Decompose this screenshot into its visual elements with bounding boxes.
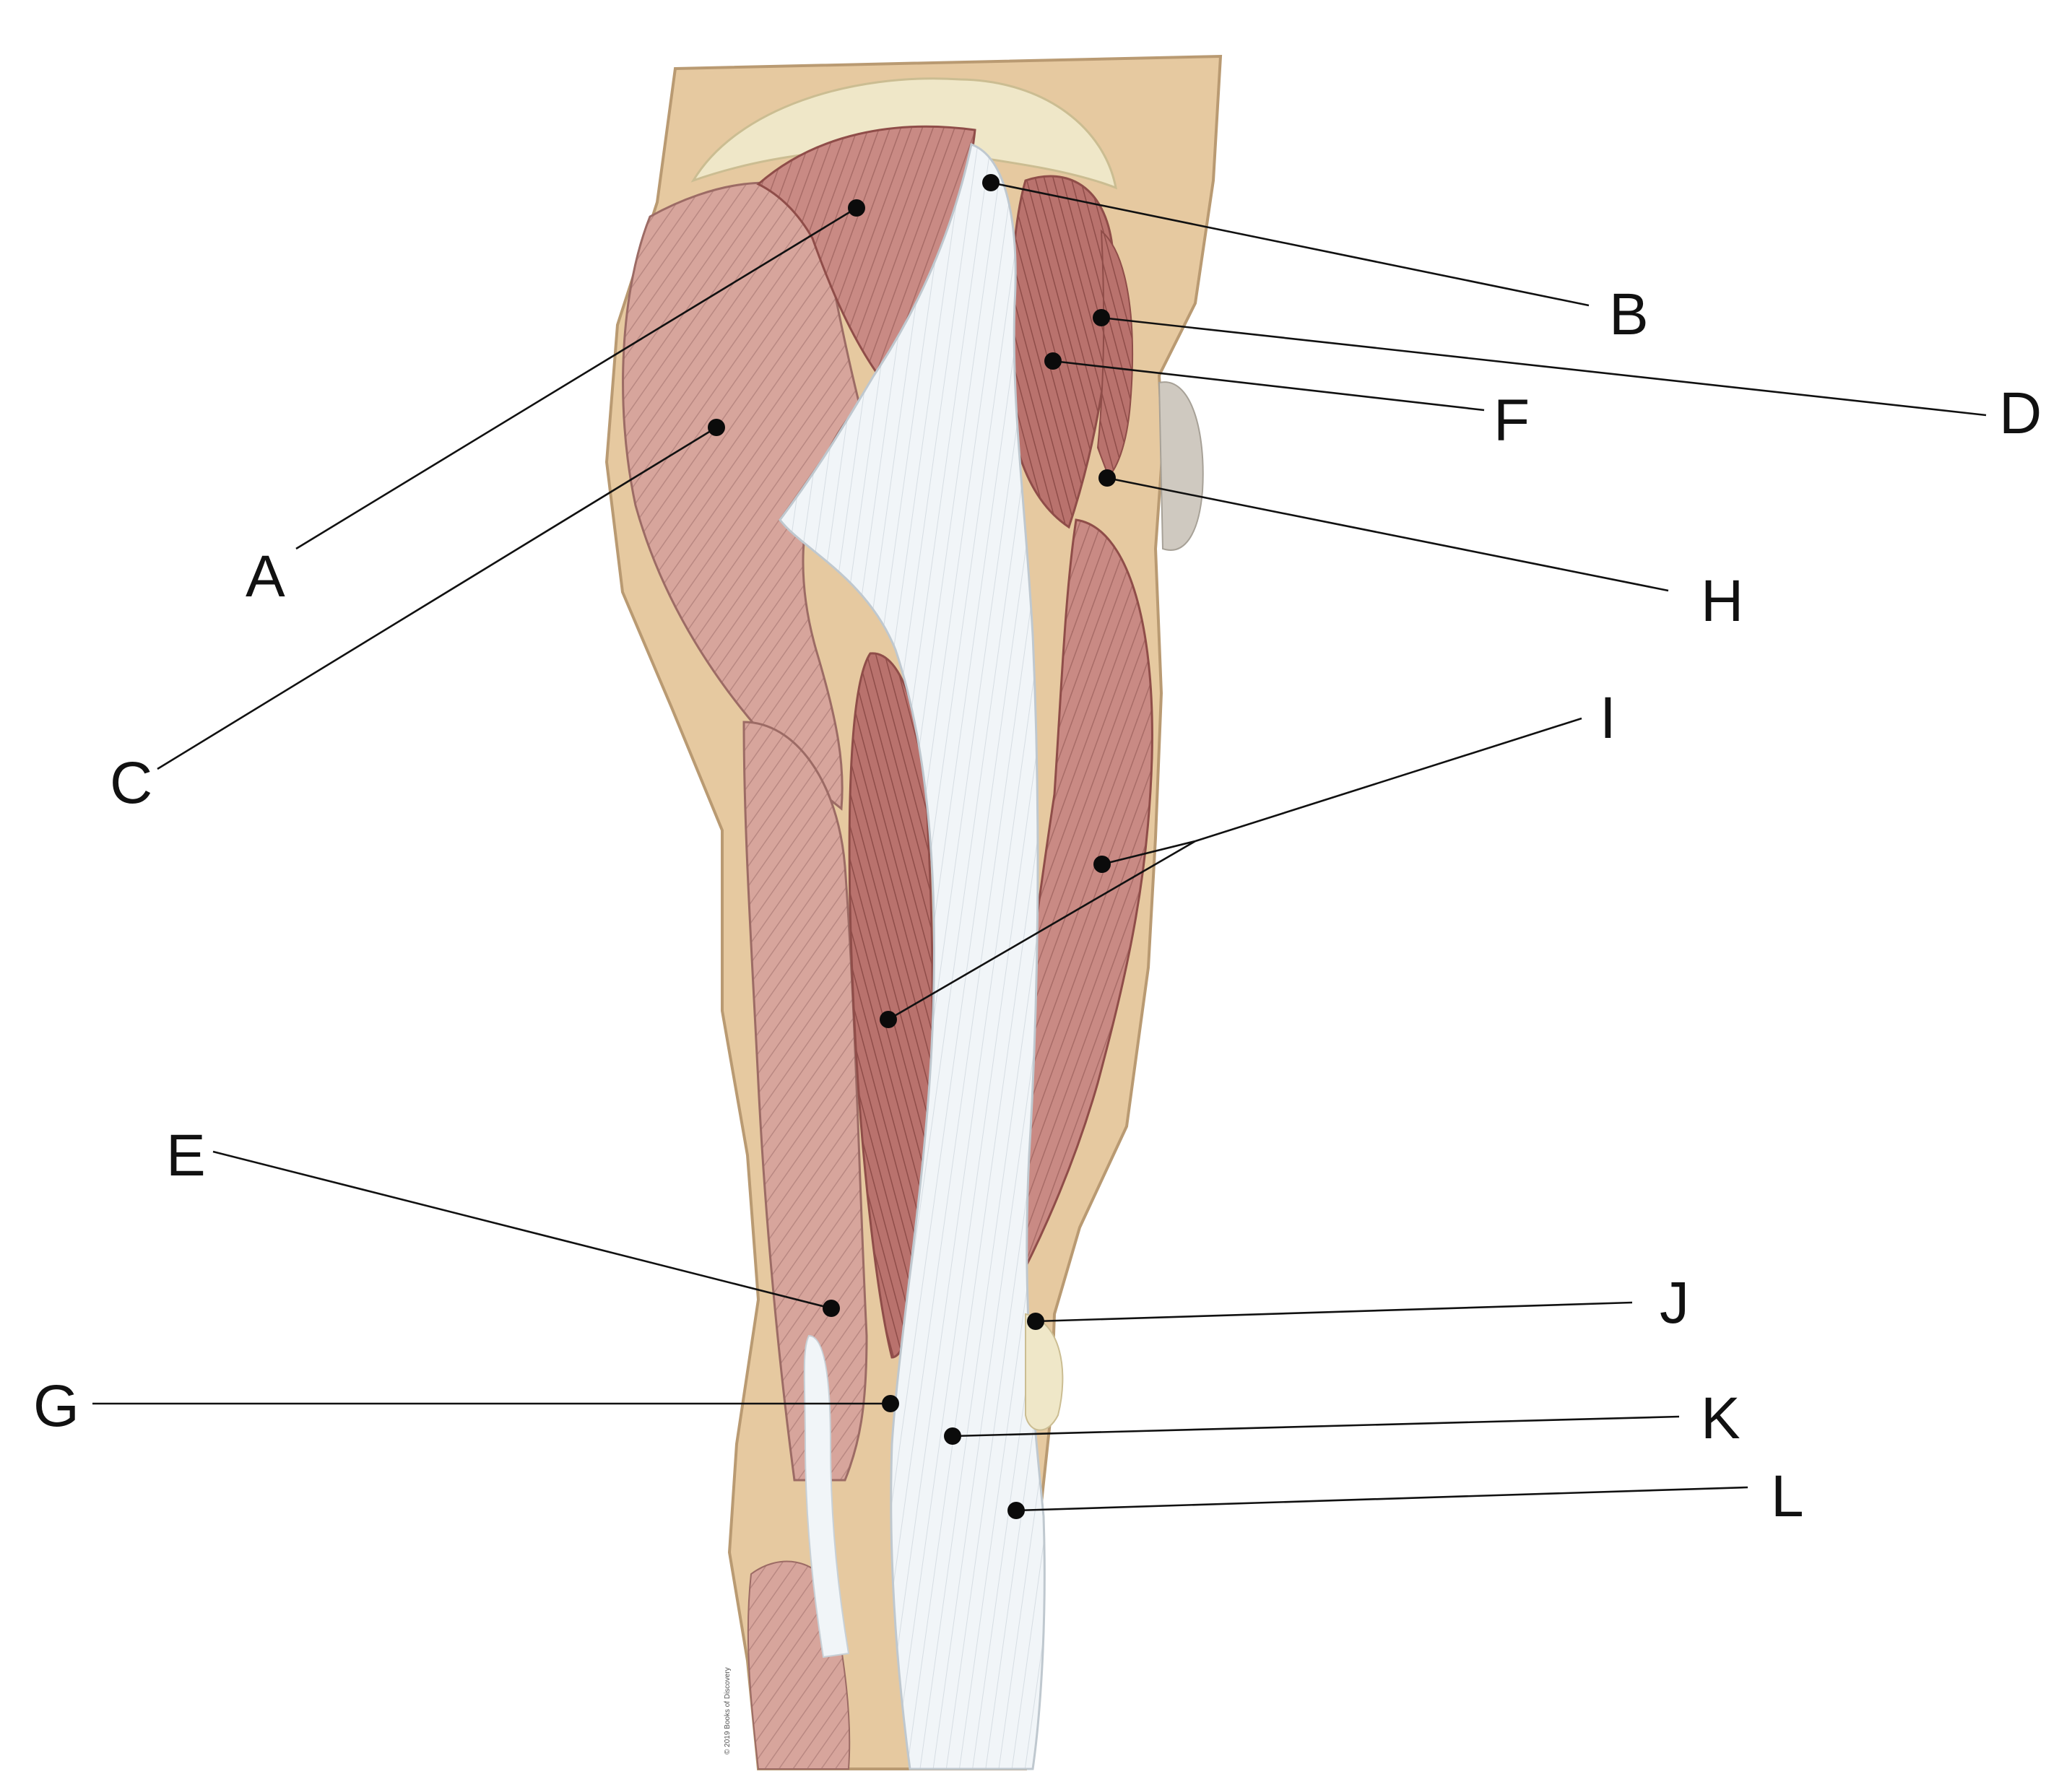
leader-d	[1101, 316, 1987, 417]
label-e: E	[166, 1123, 206, 1188]
vastus-lateralis-anterior	[999, 518, 1153, 1315]
label-letters: A B C D E F G H I J K L	[33, 282, 2042, 1529]
label-g: G	[33, 1373, 79, 1439]
label-j: J	[1660, 1270, 1689, 1336]
dot-i-2	[880, 1011, 897, 1028]
label-f: F	[1494, 388, 1530, 453]
biceps-femoris-tendon	[803, 1334, 850, 1658]
dot-c	[708, 419, 725, 436]
patella	[1025, 1313, 1064, 1431]
dot-d	[1093, 309, 1110, 326]
leader-j	[1035, 1301, 1633, 1323]
dot-g	[882, 1395, 899, 1412]
dot-b	[982, 174, 1000, 191]
leader-i-2	[1101, 840, 1196, 866]
label-d: D	[1999, 381, 2042, 446]
leader-f	[1052, 360, 1485, 412]
dot-k	[944, 1427, 961, 1445]
dot-a	[848, 199, 865, 217]
leader-e	[212, 1150, 832, 1310]
leader-c	[157, 426, 717, 770]
label-c: C	[110, 750, 152, 816]
pubic-hair	[1158, 381, 1204, 551]
dot-e	[823, 1300, 840, 1317]
label-a: A	[246, 544, 285, 609]
dot-l	[1007, 1502, 1025, 1519]
dot-h	[1098, 469, 1116, 487]
iliotibial-tract	[779, 142, 1046, 1770]
label-i: I	[1600, 685, 1616, 751]
leader-l	[1015, 1486, 1748, 1512]
leader-i-3	[888, 840, 1196, 1021]
copyright-text: © 2019 Books of Discovery	[724, 1667, 732, 1755]
label-l: L	[1771, 1464, 1804, 1529]
leader-i-1	[1195, 717, 1582, 843]
leader-a	[295, 206, 857, 550]
leader-h	[1106, 477, 1669, 592]
biceps-femoris	[742, 721, 868, 1482]
label-h: H	[1701, 568, 1743, 634]
pointer-dots	[708, 174, 1116, 1519]
label-k: K	[1701, 1386, 1741, 1451]
leader-b	[990, 181, 1590, 307]
leader-lines	[92, 181, 1987, 1512]
dot-f	[1044, 352, 1062, 370]
leader-k	[952, 1415, 1680, 1438]
dot-i-1	[1093, 856, 1111, 873]
label-b: B	[1609, 282, 1649, 347]
dot-j	[1027, 1313, 1044, 1330]
